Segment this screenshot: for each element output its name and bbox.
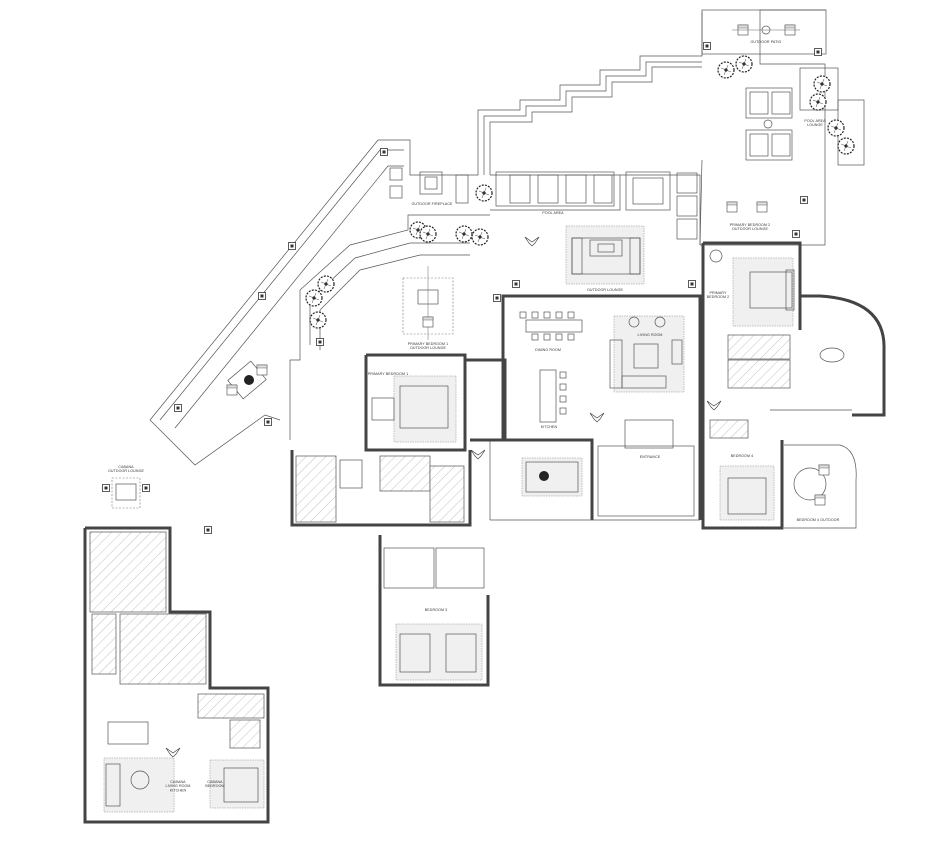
elevation-markers bbox=[102, 42, 822, 534]
direction-marker bbox=[165, 747, 181, 758]
label-kitchen: KITCHEN bbox=[541, 425, 558, 429]
pool-area: POOL AREA bbox=[495, 171, 698, 240]
direction-marker bbox=[470, 449, 486, 460]
terrace-outline bbox=[149, 9, 827, 466]
main-house-walls bbox=[489, 294, 702, 521]
label-living-room: LIVING ROOM bbox=[637, 333, 662, 337]
lounge-chair bbox=[422, 316, 434, 328]
entrance: ENTRANCE bbox=[597, 419, 695, 517]
living-room: LIVING ROOM bbox=[609, 315, 685, 393]
label-entrance: ENTRANCE bbox=[640, 455, 661, 459]
terrace-dining bbox=[226, 360, 268, 400]
label-outdoor-patio: OUTDOOR PATIO bbox=[751, 40, 782, 44]
label-bedroom-4: BEDROOM 4 bbox=[731, 454, 753, 458]
dining-room: DINING ROOM bbox=[519, 311, 583, 352]
outdoor-fireplace: OUTDOOR FIREPLACE bbox=[389, 167, 469, 206]
kitchen: KITCHEN bbox=[521, 369, 605, 497]
lounge-chair bbox=[814, 494, 826, 506]
outdoor-lounge: OUTDOOR LOUNGE bbox=[565, 225, 645, 292]
label-bedroom-3: BEDROOM 3 bbox=[425, 608, 447, 612]
primary-bedroom-1-wing: PRIMARY BEDROOM 1 bbox=[290, 353, 507, 527]
label-outdoor-fireplace: OUTDOOR FIREPLACE bbox=[411, 202, 453, 206]
label-primary-bedroom-1: PRIMARY BEDROOM 1 bbox=[368, 372, 409, 376]
bedroom-3: BEDROOM 3 bbox=[378, 535, 490, 687]
dining-chair bbox=[226, 384, 238, 396]
label-pool-area: POOL AREA bbox=[542, 211, 564, 215]
direction-marker bbox=[706, 400, 722, 411]
label-outdoor-lounge: OUTDOOR LOUNGE bbox=[587, 288, 623, 292]
direction-marker bbox=[524, 236, 540, 247]
direction-marker bbox=[589, 412, 605, 423]
outdoor-patio: OUTDOOR PATIO bbox=[732, 24, 800, 44]
label-dining-room: DINING ROOM bbox=[535, 348, 561, 352]
label-bedroom-4-outdoor: BEDROOM 4 OUTDOOR bbox=[797, 518, 840, 522]
dining-chair bbox=[256, 364, 268, 376]
bedroom-4: BEDROOM 4 BEDROOM 4 OUTDOOR bbox=[701, 440, 857, 530]
lounge-chair bbox=[726, 201, 738, 213]
lounge-chair bbox=[756, 201, 768, 213]
lounge-chair bbox=[818, 464, 830, 476]
